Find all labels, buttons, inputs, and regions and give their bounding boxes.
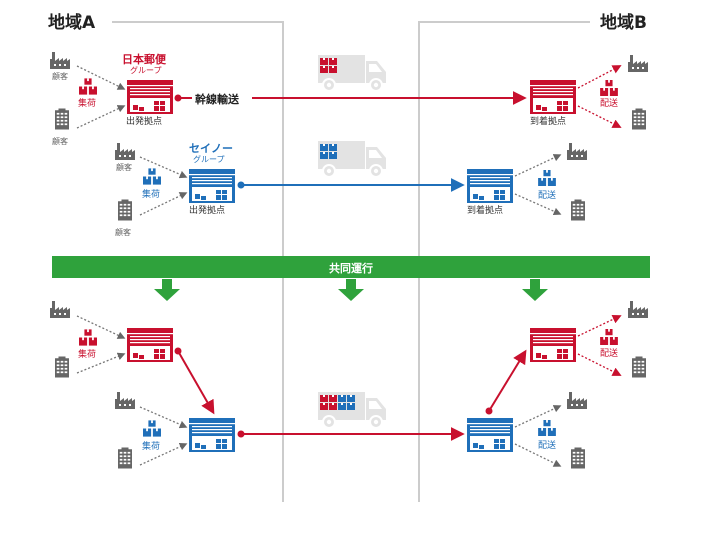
building-icon (55, 108, 69, 130)
customer-label: 顧客 (52, 136, 68, 146)
seino-group: グループ (193, 154, 225, 164)
building-icon (55, 356, 69, 378)
customer-label: 顧客 (52, 71, 68, 81)
building-icon (632, 108, 646, 130)
warehouse-icon (189, 418, 235, 452)
region-a-frame (112, 21, 284, 502)
boxes-icon (538, 170, 556, 186)
boxes-icon (143, 168, 161, 185)
japan-post-group: グループ (130, 65, 162, 75)
seino-arrival-hub: 到着拠点 (467, 204, 503, 216)
factory-icon (567, 143, 587, 160)
boxes-icon (600, 329, 618, 345)
building-icon (571, 447, 585, 469)
boxes-icon (600, 80, 618, 96)
joint-operation-label: 共同運行 (329, 261, 373, 275)
seino-origin-hub: 出発拠点 (189, 204, 225, 216)
trunk-transport-label: 幹線輸送 (195, 92, 240, 106)
seino-arrival-cluster: 到着拠点 配送 (467, 143, 587, 221)
building-icon (118, 199, 132, 221)
region-b-frame (418, 21, 590, 502)
delivery-label: 配送 (538, 439, 556, 451)
seino-origin-cluster: 顧客 集荷 顧客 セイノー グループ 出発拠点 (115, 142, 235, 237)
building-icon (571, 199, 585, 221)
building-icon (632, 356, 646, 378)
factory-icon (50, 301, 70, 318)
pickup-label: 集荷 (78, 97, 96, 109)
warehouse-icon (467, 418, 513, 452)
japan-post-arrival-hub: 到着拠点 (530, 115, 566, 127)
factory-icon (567, 392, 587, 409)
boxes-icon (143, 420, 161, 437)
boxes-icon (79, 78, 97, 95)
region-b-title: 地域B (600, 12, 647, 33)
truck-seino (318, 141, 387, 177)
joint-origin-cluster: 集荷 集荷 (50, 301, 235, 469)
factory-icon (115, 143, 135, 160)
truck-icon (318, 141, 387, 177)
japan-post-origin-cluster: 顧客 集荷 顧客 日本郵便 グループ 出発拠点 (50, 52, 173, 146)
japan-post-arrival-cluster: 到着拠点 配送 (530, 55, 648, 130)
japan-post-origin-hub: 出発拠点 (126, 115, 162, 127)
delivery-label: 配送 (600, 347, 618, 359)
boxes-icon (79, 329, 97, 346)
warehouse-icon (189, 169, 235, 203)
warehouse-icon (127, 80, 173, 114)
pickup-label: 集荷 (78, 348, 96, 360)
warehouse-icon (530, 328, 576, 362)
warehouse-icon (127, 328, 173, 362)
delivery-label: 配送 (538, 189, 556, 201)
warehouse-icon (467, 169, 513, 203)
down-arrow-icon (522, 279, 548, 301)
down-arrow-icon (338, 279, 364, 301)
warehouse-icon (530, 80, 576, 114)
joint-operation-band (52, 256, 650, 278)
region-a-title: 地域A (48, 12, 96, 33)
truck-joint (318, 392, 387, 428)
down-arrow-icon (154, 279, 180, 301)
transfer-line-origin (177, 350, 215, 415)
delivery-label: 配送 (600, 97, 618, 109)
seino-name: セイノー (189, 142, 233, 155)
factory-icon (115, 392, 135, 409)
pickup-label: 集荷 (142, 440, 160, 452)
customer-label: 顧客 (116, 162, 132, 172)
japan-post-name: 日本郵便 (122, 52, 167, 66)
building-icon (118, 447, 132, 469)
transfer-line-arrival (488, 349, 527, 412)
factory-icon (50, 52, 70, 69)
joint-arrival-cluster: 配送 配送 (467, 301, 648, 469)
boxes-icon (538, 420, 556, 436)
pickup-label: 集荷 (142, 188, 160, 200)
factory-icon (628, 55, 648, 72)
factory-icon (628, 301, 648, 318)
customer-label: 顧客 (115, 227, 131, 237)
truck-icon (318, 55, 387, 91)
truck-japan-post (318, 55, 387, 91)
